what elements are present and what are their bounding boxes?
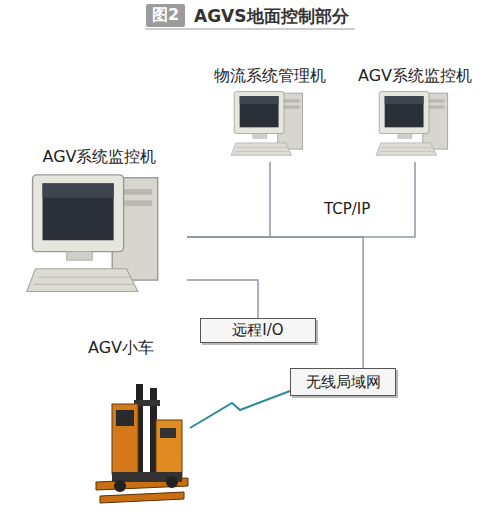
figure-number: 图2	[146, 4, 185, 27]
title-rule	[145, 29, 355, 30]
computer-node: AGV系统监控机	[350, 62, 480, 162]
computer-node: AGV系统监控机	[12, 143, 187, 303]
node-label: AGV小车	[82, 336, 190, 359]
node-label: 物流系统管理机	[195, 62, 345, 87]
computer-node: 物流系统管理机	[195, 62, 345, 162]
forklift-illustration	[96, 384, 188, 503]
computer-icon	[376, 92, 448, 156]
network-wire	[187, 162, 270, 237]
network-box: 无线局域网	[290, 368, 396, 396]
network-wire	[187, 237, 363, 368]
node-label: AGV系统监控机	[12, 143, 187, 168]
wireless-link	[190, 391, 290, 428]
io-box: 远程I/O	[200, 318, 316, 343]
diagram-title: AGVS地面控制部分	[194, 5, 349, 28]
network-wire	[187, 162, 415, 237]
vehicle-node: AGV小车	[82, 336, 190, 512]
node-label: 无线局域网	[306, 373, 381, 392]
computer-icon	[231, 92, 303, 156]
node-label: AGV系统监控机	[350, 62, 480, 87]
protocol-label: TCP/IP	[324, 200, 370, 218]
node-label: 远程I/O	[232, 321, 283, 340]
network-wire	[187, 280, 258, 318]
computer-icon	[27, 175, 158, 292]
